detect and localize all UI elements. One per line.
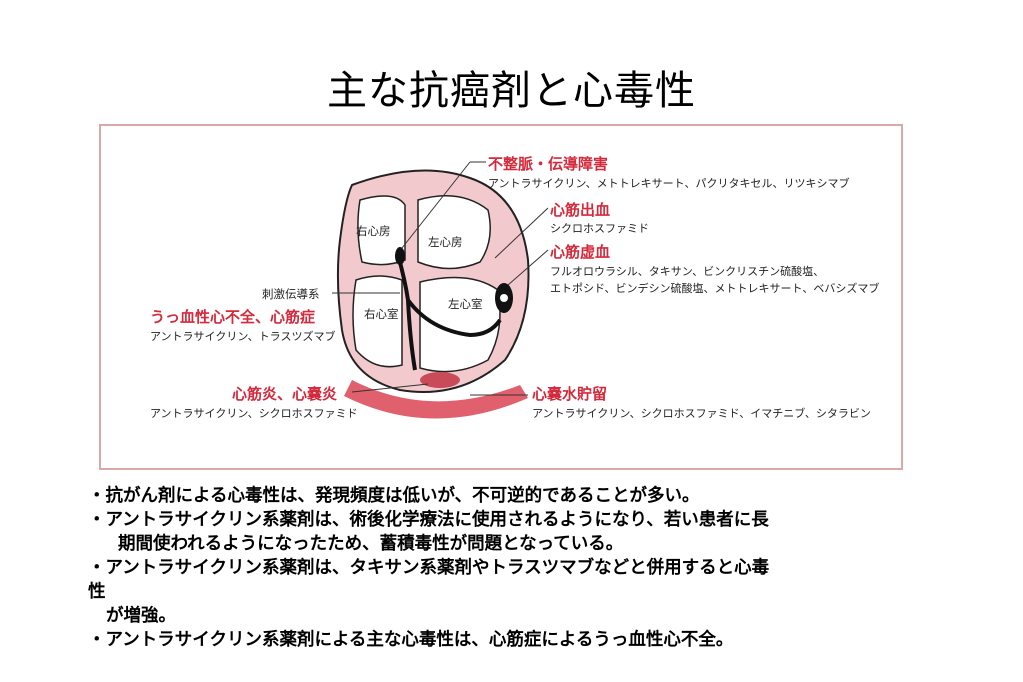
label-conduction-system: 刺激伝導系 [262,287,320,301]
label-right-atrium: 右心房 [356,224,391,238]
myocarditis-spot [420,372,460,388]
effect-heart-failure: うっ血性心不全、心筋症 [150,308,316,326]
leader-hemorrhage [494,207,549,259]
leader-myocarditis [351,383,429,393]
figure-frame [99,124,903,470]
drugs-effusion: アントラサイクリン、シクロホスファミド、イマチニブ、シタラビン [532,407,871,420]
drugs-ischemia-line2: エトポシド、ビンデシン硫酸塩、メトトレキサート、ベバシズマブ [550,282,880,295]
effect-hemorrhage: 心筋出血 [550,201,611,219]
bullet-item-continuation: 性 [88,582,106,602]
drugs-arrhythmia: アントラサイクリン、メトトレキサート、パクリタキセル、リツキシマブ [488,177,850,190]
bullet-item: ・アントラサイクリン系薬剤は、タキサン系薬剤やトラスツマブなどと併用すると心毒 [88,558,770,578]
label-right-ventricle: 右心室 [364,307,399,321]
right-atrium-cavity [357,195,406,266]
left-ventricle-cavity [419,276,501,373]
effect-myocarditis: 心筋炎、心嚢炎 [232,385,338,403]
right-ventricle-cavity [352,275,403,368]
page-title: 主な抗癌剤と心毒性 [327,68,696,114]
leader-ischemia [507,249,549,286]
conduction-system [396,254,502,371]
drugs-myocarditis: アントラサイクリン、シクロホスファミド [150,407,358,420]
bullet-item: ・抗がん剤による心毒性は、発現頻度は低いが、不可逆的であることが多い。 [88,486,700,506]
leader-arrhythmia [401,161,471,249]
effect-effusion: 心嚢水貯留 [532,385,608,403]
label-left-ventricle: 左心室 [448,297,483,311]
label-left-atrium: 左心房 [428,235,463,249]
bullet-item: ・アントラサイクリン系薬剤は、術後化学療法に使用されるようになり、若い患者に長 [88,510,769,530]
bullet-item: ・アントラサイクリン系薬剤による主な心毒性は、心筋症によるうっ血性心不全。 [88,630,734,650]
effect-ischemia: 心筋虚血 [550,243,611,261]
pericardium-band [344,380,528,419]
bullet-list: ・抗がん剤による心毒性は、発現頻度は低いが、不可逆的であることが多い。 ・アント… [88,484,948,652]
drugs-ischemia-line1: フルオロウラシル、タキサン、ビンクリスチン硫酸塩、 [550,265,825,278]
bullet-item-continuation: が増強。 [106,606,176,626]
bullet-item-continuation: 期間使われるようになったため、蓄積毒性が問題となっている。 [118,534,624,554]
effect-arrhythmia: 不整脈・伝導障害 [488,155,609,173]
drugs-heart-failure: アントラサイクリン、トラスツズマブ [150,330,336,343]
drugs-hemorrhage: シクロホスファミド [550,222,649,235]
ischemia-marker-inner [500,294,508,302]
left-atrium-cavity [417,195,491,270]
sinus-node [395,247,405,265]
